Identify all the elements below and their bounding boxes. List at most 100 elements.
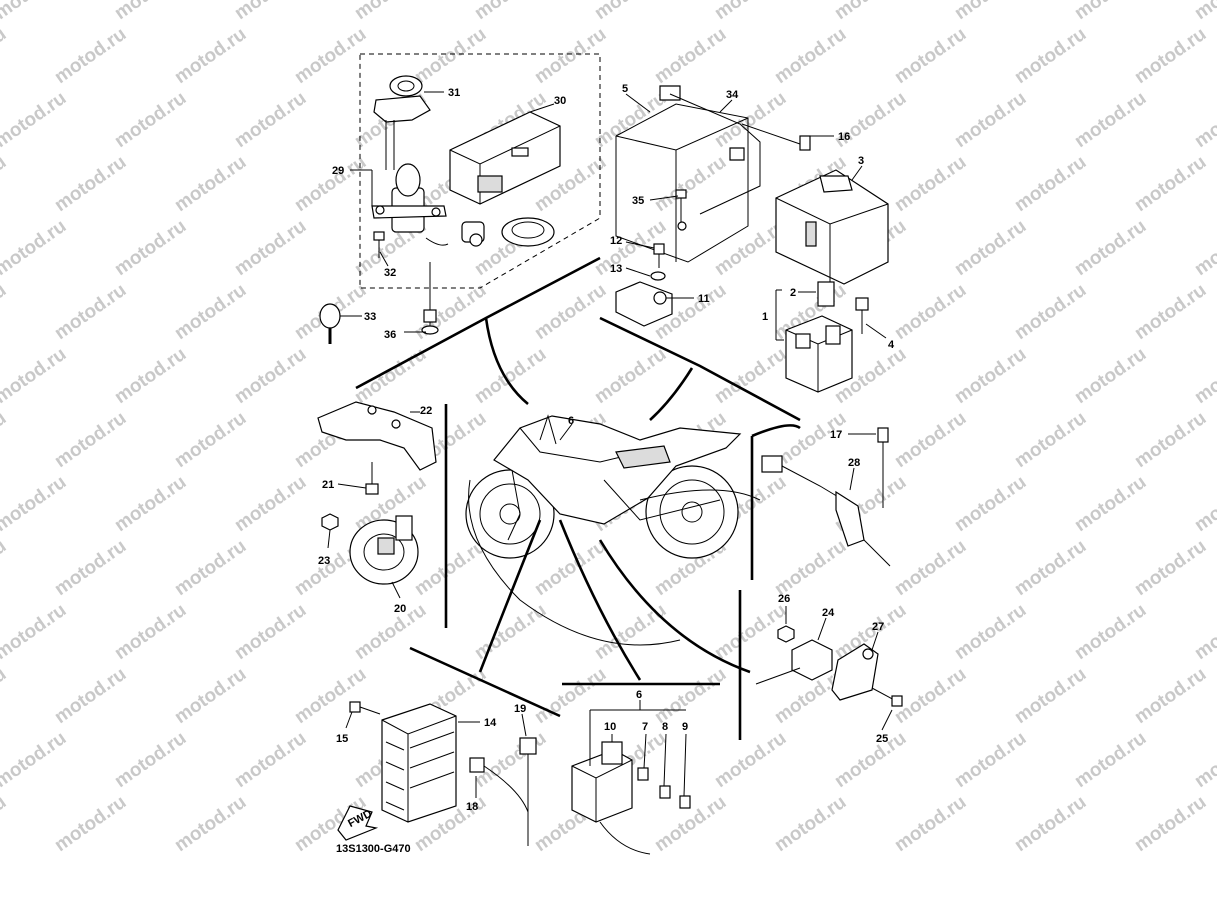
label-6-fuse: 6 [636,689,642,701]
main-switch [373,75,431,170]
label-26: 26 [778,593,790,605]
watermark-text: motod.ru [891,408,970,472]
label-21: 21 [322,479,334,491]
watermark-text: motod.ru [231,600,310,664]
cable-tie-17 [877,427,889,508]
watermark-text: motod.ru [891,24,970,88]
label-14: 14 [484,717,497,729]
label-20: 20 [394,603,406,615]
label-17: 17 [830,429,842,441]
watermark-text: motod.ru [51,792,130,856]
watermark-text: motod.ru [0,472,70,536]
watermark-text: motod.ru [1191,600,1217,664]
watermark-text: motod.ru [411,24,490,88]
label-9: 9 [682,721,688,733]
watermark-text: motod.ru [771,24,850,88]
watermark-text: motod.ru [351,0,430,24]
watermark-text: motod.ru [591,600,670,664]
watermark-text: motod.ru [231,0,310,24]
label-27: 27 [872,621,884,633]
watermark-text: motod.ru [891,792,970,856]
watermark-text: motod.ru [1191,216,1217,280]
fwd-arrow: FWD [337,805,379,841]
watermark-text: motod.ru [891,152,970,216]
watermark-text: motod.ru [51,536,130,600]
watermark-text: motod.ru [51,280,130,344]
watermark-text: motod.ru [831,0,910,24]
leader-lines [327,91,893,798]
watermark-text: motod.ru [531,24,610,88]
steering-lock [371,163,449,246]
rectifier-regulator [381,703,457,823]
watermark-text: motod.ru [171,280,250,344]
callout-labels: 31 30 29 32 33 36 5 34 16 3 35 12 13 11 … [318,83,895,813]
watermark-text: motod.ru [171,24,250,88]
watermark-text: motod.ru [1011,24,1090,88]
watermark-text: motod.ru [1131,536,1210,600]
watermark-text: motod.ru [111,728,190,792]
watermark-text: motod.ru [111,600,190,664]
watermark-text: motod.ru [0,408,10,472]
watermark-text: motod.ru [0,24,10,88]
label-2: 2 [790,287,796,299]
label-1: 1 [762,311,768,323]
watermark-text: motod.ru [951,88,1030,152]
bolt-4 [855,297,869,334]
fuse-box [571,741,691,855]
label-34: 34 [726,89,739,101]
key [319,303,341,344]
watermark-text: motod.ru [1191,472,1217,536]
bolt-32 [373,231,385,258]
label-4: 4 [888,339,895,351]
label-35: 35 [632,195,644,207]
sensor-28 [761,455,891,567]
watermark-text: motod.ru [891,536,970,600]
drawing-code: 13S1300-G470 [336,843,411,855]
watermark-text: motod.ru [951,472,1030,536]
watermark-text: motod.ru [1131,152,1210,216]
watermark-text: motod.ru [291,664,370,728]
watermark-text: motod.ru [531,664,610,728]
watermark-text: motod.ru [1191,728,1217,792]
watermark-text: motod.ru [0,792,10,856]
label-32: 32 [384,267,396,279]
watermark-text: motod.ru [711,0,790,24]
watermark-text: motod.ru [1011,152,1090,216]
watermark-text: motod.ru [1191,344,1217,408]
watermark-text: motod.ru [651,24,730,88]
label-16: 16 [838,131,850,143]
watermark-text: motod.ru [0,0,70,24]
label-33: 33 [364,311,376,323]
watermark-text: motod.ru [171,664,250,728]
watermark-text: motod.ru [1131,792,1210,856]
watermark-text: motod.ru [711,344,790,408]
label-23: 23 [318,555,330,567]
watermark-text: motod.ru [1071,216,1150,280]
label-15: 15 [336,733,348,745]
watermark-text: motod.ru [171,152,250,216]
label-8: 8 [662,721,668,733]
label-5: 5 [622,83,628,95]
watermark-text: motod.ru [1071,344,1150,408]
watermark-text: motod.ru [951,600,1030,664]
watermark-text: motod.ru [51,152,130,216]
label-12: 12 [610,235,622,247]
watermark-text: motod.ru [1071,728,1150,792]
watermark-text: motod.ru [651,664,730,728]
watermark-text: motod.ru [111,216,190,280]
label-30: 30 [554,95,566,107]
label-18: 18 [466,801,478,813]
watermark-text: motod.ru [1191,0,1217,24]
fuel-cap-ring [461,217,555,247]
bolt-21 [365,462,379,495]
sensor-24-group [755,625,903,707]
watermark-text: motod.ru [0,536,10,600]
label-10: 10 [604,721,616,733]
watermark-text: motod.ru [171,408,250,472]
watermark-text: motod.ru [951,728,1030,792]
watermark-text: motod.ru [231,88,310,152]
watermark-text: motod.ru [711,88,790,152]
watermark-text: motod.ru [1011,536,1090,600]
label-19: 19 [514,703,526,715]
horn-bracket [317,401,437,471]
